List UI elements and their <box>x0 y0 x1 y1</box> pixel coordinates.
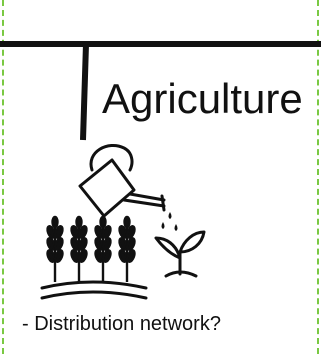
seedling-icon <box>154 230 206 278</box>
wheat-icon <box>46 215 136 282</box>
caption-text: - Distribution network? <box>22 313 221 335</box>
section-title: Agriculture <box>102 75 303 122</box>
watering-can-icon <box>78 144 166 218</box>
left-dashed-divider <box>2 0 4 354</box>
connector-line <box>80 43 89 141</box>
water-drop-icon <box>161 212 178 231</box>
right-dashed-divider <box>317 0 319 354</box>
ground-lines <box>40 280 148 300</box>
